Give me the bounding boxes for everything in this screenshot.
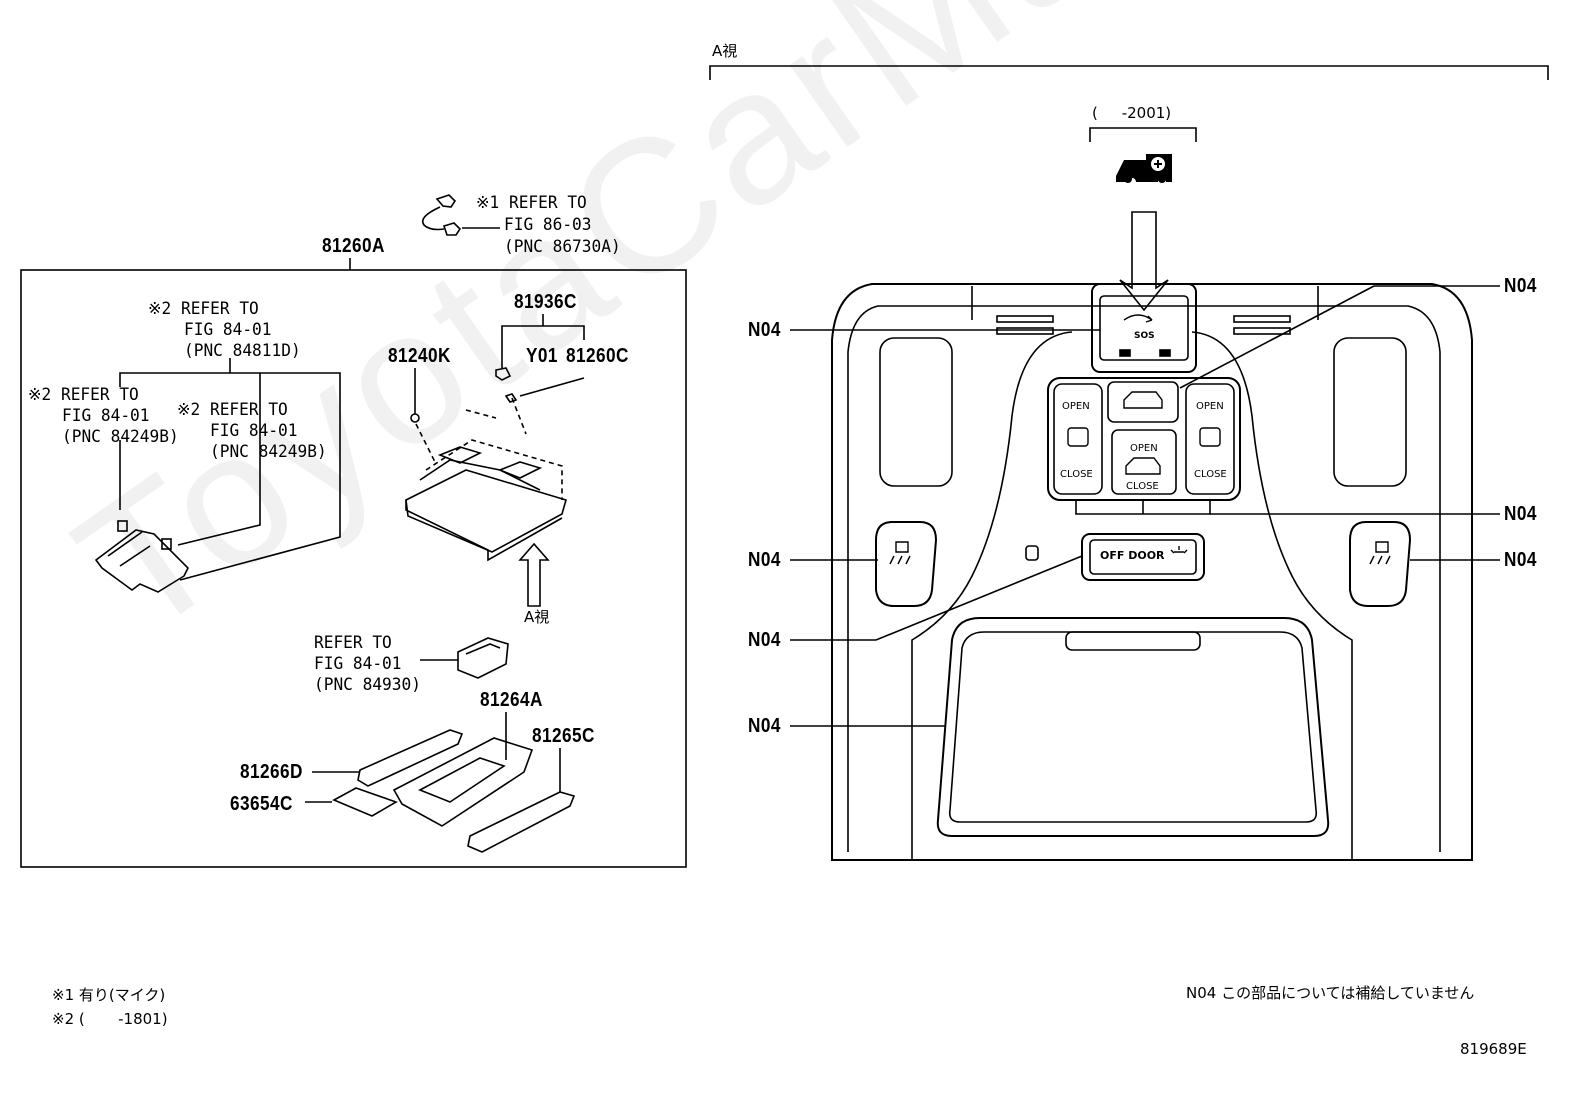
close-left-label: CLOSE (1060, 469, 1093, 480)
open-center-label: OPEN (1130, 443, 1158, 454)
view-title: A視 (712, 42, 738, 60)
microphone-ref-line1: ※1 REFER TO (476, 193, 587, 213)
date-range: ( -2001) (1092, 104, 1172, 122)
ref-bottom-line3: (PNC 84930) (314, 675, 421, 695)
microphone-ref-line3: (PNC 86730A) (504, 237, 621, 257)
assembly-frame (20, 269, 687, 868)
sos-label: SOS (1134, 331, 1155, 341)
ref-bottom-line1: REFER TO (314, 633, 392, 653)
figure-id: 819689E (1460, 1040, 1527, 1058)
part-81265C: 81265C (532, 725, 595, 747)
ref-top-line2: FIG 84-01 (184, 320, 272, 340)
ref-left-line2: FIG 84-01 (62, 406, 150, 426)
callout-n04-off-door: N04 (748, 629, 781, 651)
part-81266D: 81266D (240, 761, 303, 783)
assembly-label: 81260A (322, 235, 385, 257)
ref-bottom-line2: FIG 84-01 (314, 654, 402, 674)
part-81264A: 81264A (480, 689, 543, 711)
part-63654C: 63654C (230, 793, 293, 815)
ref-left-line1: ※2 REFER TO (28, 385, 139, 405)
part-81260C: 81260C (566, 345, 629, 367)
ref-mid-line3: (PNC 84249B) (210, 442, 327, 462)
part-81240K: 81240K (388, 345, 451, 367)
ref-left-line3: (PNC 84249B) (62, 427, 179, 447)
footnote-1: ※1 有り(マイク) (52, 986, 166, 1004)
close-right-label: CLOSE (1194, 469, 1227, 480)
off-door-label: OFF DOOR (1100, 549, 1165, 562)
callout-n04-sos: N04 (748, 319, 781, 341)
callout-n04-switch: N04 (1504, 275, 1537, 297)
part-81936C: 81936C (514, 291, 577, 313)
ref-mid-line2: FIG 84-01 (210, 421, 298, 441)
footnote-2: ※2 ( -1801) (52, 1010, 168, 1028)
ref-top-line1: ※2 REFER TO (148, 299, 259, 319)
callout-n04-cluster: N04 (1504, 503, 1537, 525)
n04-note: N04 この部品については補給していません (1186, 984, 1475, 1002)
microphone-ref-line2: FIG 86-03 (504, 215, 592, 235)
part-Y01: Y01 (526, 345, 558, 367)
open-left-label: OPEN (1062, 401, 1090, 412)
view-a-arrow-label: A視 (524, 608, 550, 626)
open-right-label: OPEN (1196, 401, 1224, 412)
callout-n04-right-light: N04 (1504, 549, 1537, 571)
callout-n04-left-light: N04 (748, 549, 781, 571)
ref-mid-line1: ※2 REFER TO (177, 400, 288, 420)
close-center-label: CLOSE (1126, 481, 1159, 492)
callout-n04-lid: N04 (748, 715, 781, 737)
ref-top-line3: (PNC 84811D) (184, 341, 301, 361)
